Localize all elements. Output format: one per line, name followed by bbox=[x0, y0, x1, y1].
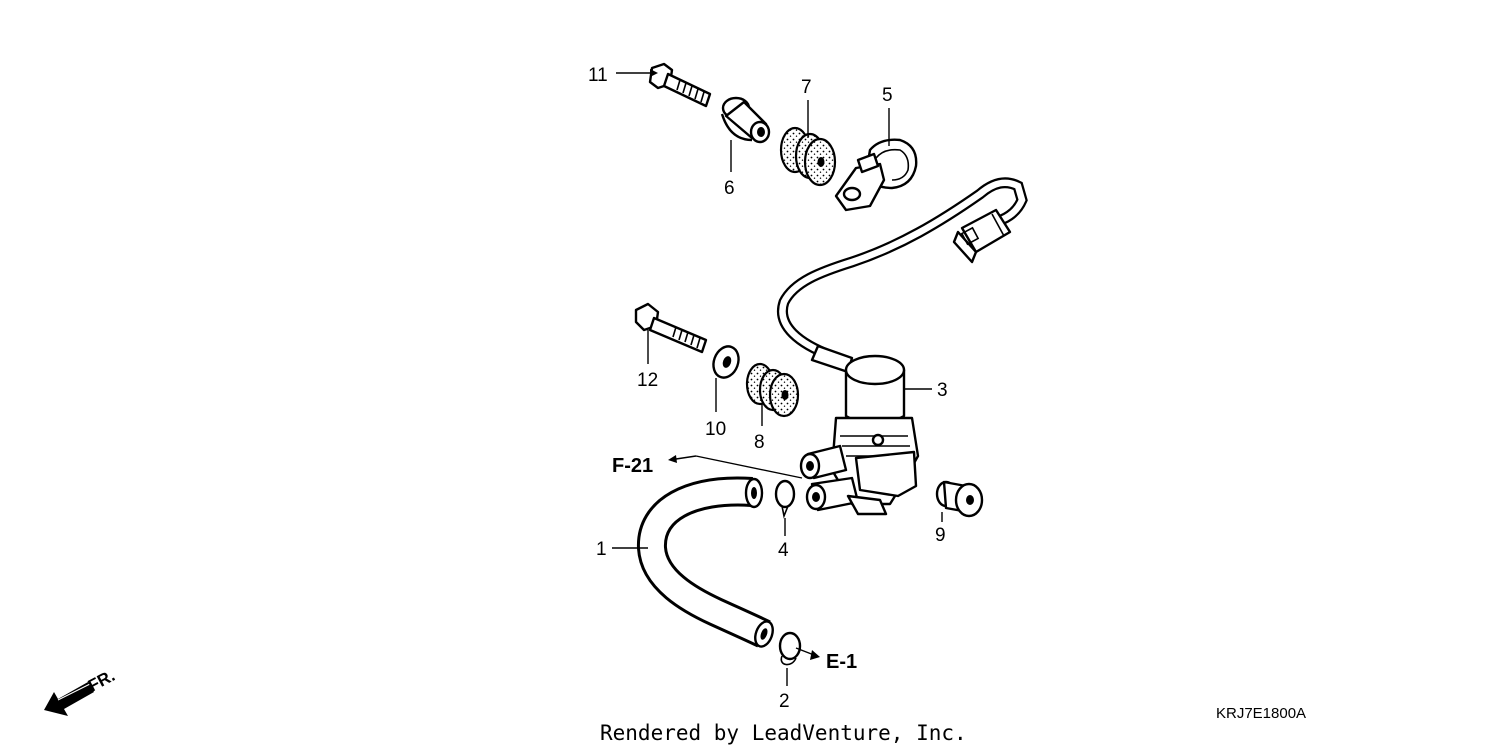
callout-3: 3 bbox=[937, 380, 948, 401]
credit-text: Rendered by LeadVenture, Inc. bbox=[600, 721, 967, 745]
part-3-solenoid-valve[interactable] bbox=[799, 344, 920, 516]
callout-12: 12 bbox=[637, 370, 658, 391]
part-12-bolt[interactable] bbox=[634, 302, 708, 354]
part-9-collar[interactable] bbox=[935, 480, 984, 518]
front-direction-arrow-icon bbox=[44, 682, 94, 716]
diagram-code: KRJ7E1800A bbox=[1216, 705, 1306, 722]
callout-11: 11 bbox=[588, 65, 608, 86]
callout-7: 7 bbox=[801, 77, 812, 98]
reference-e1[interactable]: E-1 bbox=[826, 651, 857, 673]
callout-9: 9 bbox=[935, 525, 946, 546]
callout-2: 2 bbox=[779, 691, 790, 712]
callout-4: 4 bbox=[778, 540, 789, 561]
part-6-collar[interactable] bbox=[720, 96, 771, 144]
callout-6: 6 bbox=[724, 178, 735, 199]
part-8-grommet[interactable] bbox=[745, 362, 800, 418]
part-4-clip[interactable] bbox=[774, 479, 796, 519]
wire-connector[interactable] bbox=[952, 208, 1012, 264]
wire-harness[interactable] bbox=[777, 177, 1028, 362]
part-11-bolt[interactable] bbox=[648, 62, 712, 108]
callout-8: 8 bbox=[754, 432, 765, 453]
part-5-clamp[interactable] bbox=[834, 138, 918, 212]
leader-lines bbox=[612, 69, 943, 686]
callout-1: 1 bbox=[596, 539, 607, 560]
callout-10: 10 bbox=[705, 419, 726, 440]
part-2-clip[interactable] bbox=[778, 631, 802, 666]
part-7-grommet[interactable] bbox=[779, 126, 837, 187]
part-10-washer[interactable] bbox=[709, 343, 742, 381]
part-1-hose[interactable] bbox=[637, 476, 776, 649]
reference-f21[interactable]: F-21 bbox=[612, 455, 653, 477]
callout-5: 5 bbox=[882, 85, 893, 106]
